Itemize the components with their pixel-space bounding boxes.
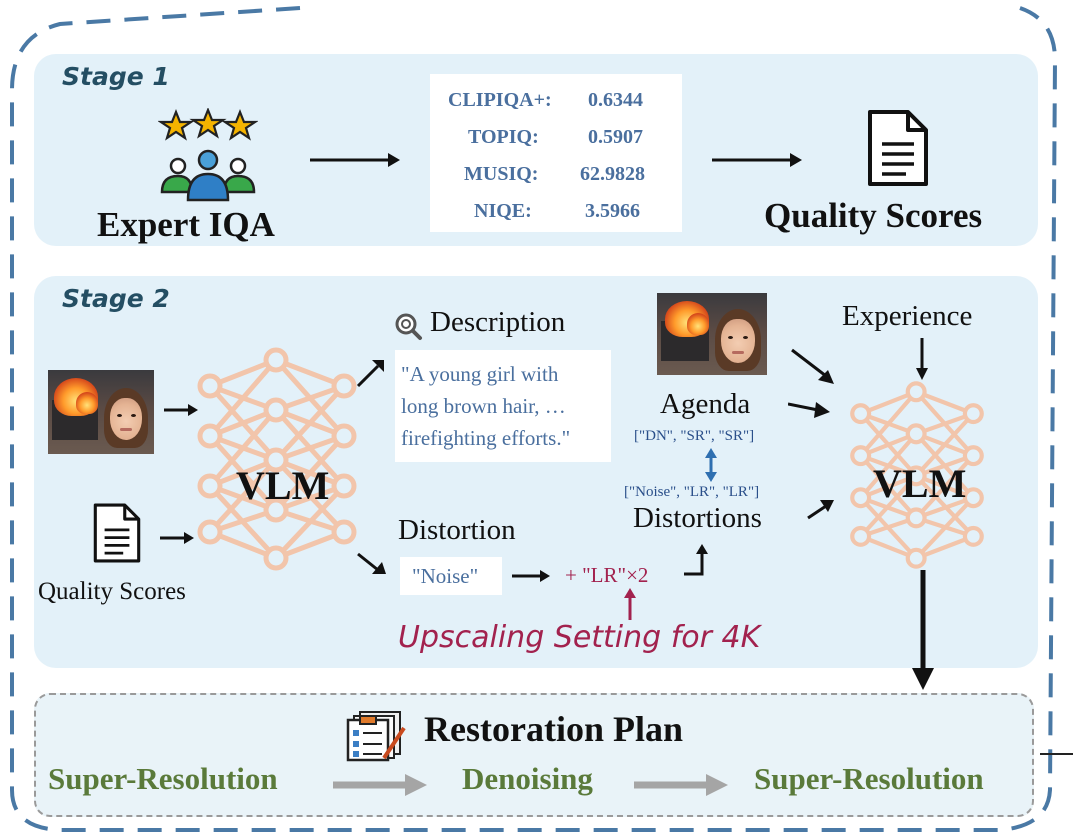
document-icon xyxy=(93,503,141,563)
plan-arrow xyxy=(333,774,427,796)
arrow-vlm-to-distortion xyxy=(357,552,386,574)
score-name: CLIPIQA+: xyxy=(448,89,552,111)
distortion-title: Distortion xyxy=(398,514,516,546)
arrow-noise-to-lr xyxy=(512,570,550,582)
neural-network-icon xyxy=(197,347,357,571)
photo-girl-fire xyxy=(48,370,154,454)
arrow-expert-to-scores xyxy=(310,153,400,167)
plan-step: Super-Resolution xyxy=(48,761,278,796)
score-name: TOPIQ: xyxy=(468,126,539,148)
arrow-experience-to-vlm xyxy=(916,338,928,380)
arrow-lr-to-distortions xyxy=(684,544,708,576)
score-value: 0.6344 xyxy=(588,89,643,111)
restoration-plan-title: Restoration Plan xyxy=(424,709,683,749)
arrow-doc-to-vlm xyxy=(160,532,194,544)
arrow-distortions-to-vlm xyxy=(807,500,834,520)
distortions-value: ["Noise", "LR", "LR"] xyxy=(624,484,760,500)
checklist-icon xyxy=(346,711,406,762)
plan-arrow xyxy=(634,774,728,796)
neural-network-icon xyxy=(850,381,984,569)
plan-step: Denoising xyxy=(462,761,593,796)
vlm-right-label: VLM xyxy=(873,461,967,506)
distortion-box: "Noise" xyxy=(400,557,502,595)
photo-girl-fire xyxy=(657,293,767,375)
arrow-scores-to-document xyxy=(712,153,802,167)
agenda-title: Agenda xyxy=(660,388,751,420)
description-line: firefighting efforts." xyxy=(401,426,571,450)
score-value: 0.5907 xyxy=(588,126,643,148)
score-value: 62.9828 xyxy=(580,163,645,185)
agenda-value: ["DN", "SR", "SR"] xyxy=(634,428,755,444)
description-line: long brown hair, … xyxy=(401,394,566,418)
experience-label: Experience xyxy=(842,300,973,332)
arrow-vlm-to-description xyxy=(356,360,384,388)
restoration-plan-box xyxy=(34,693,1034,817)
arrow-agenda-to-vlm xyxy=(788,402,830,418)
stage2-panel xyxy=(34,276,1038,668)
upscaling-note: Upscaling Setting for 4K xyxy=(398,620,761,655)
distortion-value: "Noise" xyxy=(412,564,479,588)
score-value: 3.5966 xyxy=(585,200,640,222)
description-line: "A young girl with xyxy=(401,362,559,386)
quality-scores-output-label: Quality Scores xyxy=(764,196,983,235)
lr-addition: + "LR"×2 xyxy=(565,563,649,587)
arrow-photo-to-vlm-right xyxy=(791,348,834,384)
magnifier-icon xyxy=(395,313,422,340)
people-icon xyxy=(160,149,256,202)
double-arrow-agenda-distortions xyxy=(705,448,717,482)
distortions-title: Distortions xyxy=(633,502,762,534)
description-title: Description xyxy=(430,306,566,338)
stars-icon xyxy=(158,108,258,202)
arrow-photo-to-vlm xyxy=(164,404,198,416)
stage2-label: Stage 2 xyxy=(62,284,170,313)
quality-scores-input-label: Quality Scores xyxy=(38,578,186,605)
arrow-upscaling-to-lr xyxy=(624,588,636,620)
score-name: MUSIQ: xyxy=(464,163,539,185)
expert-iqa-label: Expert IQA xyxy=(97,205,275,244)
plan-step: Super-Resolution xyxy=(754,761,984,796)
score-name: NIQE: xyxy=(474,200,532,222)
document-icon xyxy=(868,110,928,186)
arrow-vlm-to-plan xyxy=(912,570,934,690)
score-box: CLIPIQA+: 0.6344 TOPIQ: 0.5907 MUSIQ: 62… xyxy=(430,74,682,232)
description-box: "A young girl with long brown hair, … fi… xyxy=(395,350,611,462)
vlm-left-label: VLM xyxy=(236,463,330,508)
stage1-label: Stage 1 xyxy=(62,62,170,91)
